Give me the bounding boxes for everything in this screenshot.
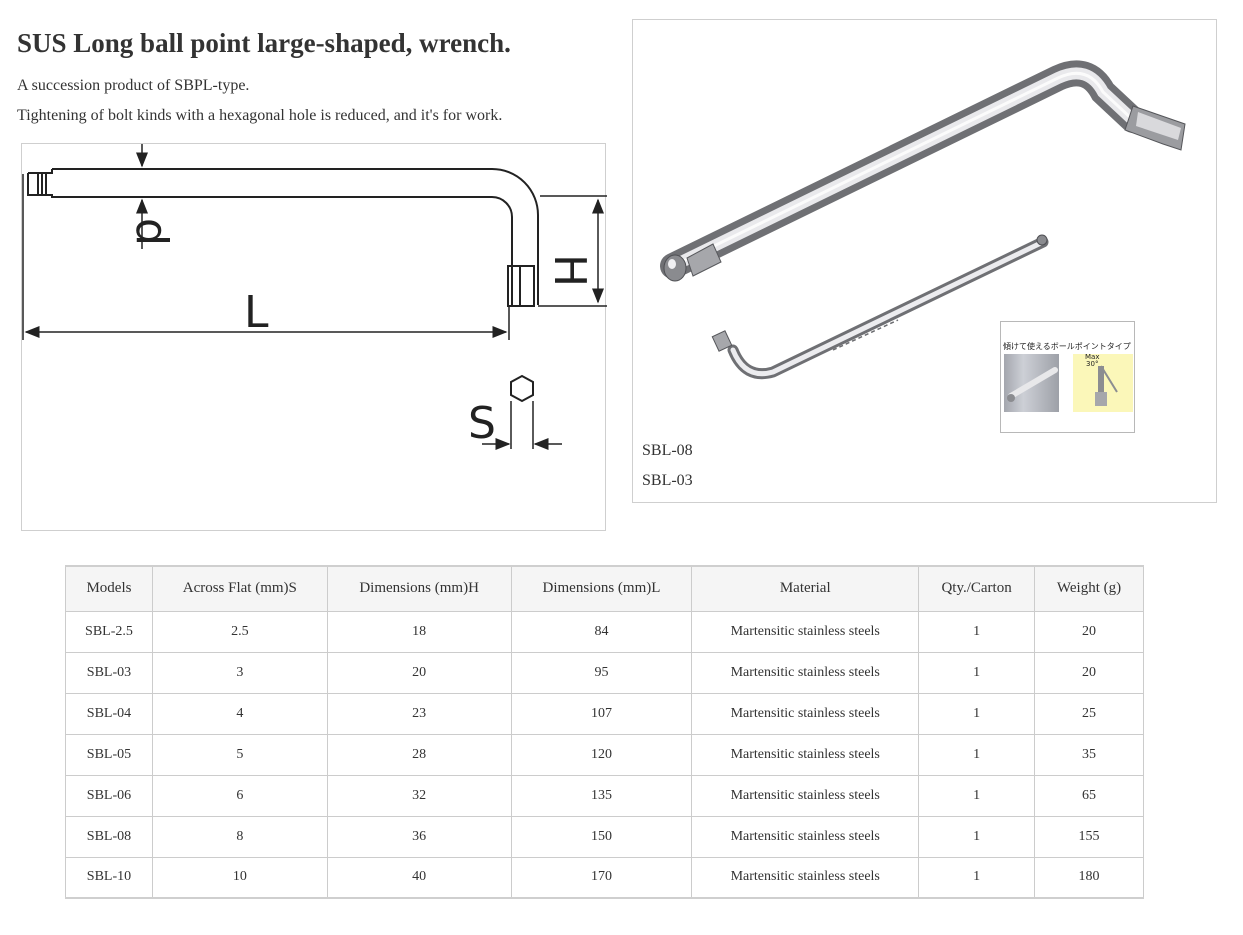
header-models: Models xyxy=(65,565,153,612)
cell-model: SBL-05 xyxy=(65,733,153,776)
cell-dimension-h: 20 xyxy=(326,651,512,694)
small-wrench xyxy=(711,234,1049,380)
cell-dimension-l: 84 xyxy=(510,610,693,653)
inset-images xyxy=(1004,354,1133,412)
label-d: d xyxy=(126,218,177,246)
cell-material: Martensitic stainless steels xyxy=(691,733,920,776)
header-dimension-h: Dimensions (mm)H xyxy=(326,565,512,612)
wrench-dimension-drawing: d L H S xyxy=(22,144,607,450)
photo-caption-1: SBL-08 xyxy=(642,442,693,459)
dimension-labels: d L H S xyxy=(126,218,595,449)
product-description-2: Tightening of bolt kinds with a hexagona… xyxy=(17,107,503,124)
L-dimension xyxy=(22,174,510,340)
cell-qty: 1 xyxy=(918,856,1036,899)
cell-weight: 35 xyxy=(1034,733,1144,776)
cell-weight: 65 xyxy=(1034,774,1144,817)
cell-across-flat: 6 xyxy=(151,774,328,817)
cell-dimension-l: 135 xyxy=(510,774,693,817)
cell-across-flat: 2.5 xyxy=(151,610,328,653)
wrench-photo-illustration xyxy=(660,60,1186,380)
cell-dimension-h: 32 xyxy=(326,774,512,817)
table-row: SBL-06 6 32 135 Martensitic stainless st… xyxy=(65,774,1144,817)
inset-max-angle: Max 30° xyxy=(1085,353,1100,368)
cell-material: Martensitic stainless steels xyxy=(691,651,920,694)
table-row: SBL-2.5 2.5 18 84 Martensitic stainless … xyxy=(65,610,1144,653)
ball-point-inset: 傾けて使えるボールポイントタイプ Max 30° xyxy=(1000,321,1135,433)
inset-label: 傾けて使えるボールポイントタイプ xyxy=(1003,342,1131,351)
cell-dimension-l: 107 xyxy=(510,692,693,735)
cell-weight: 180 xyxy=(1034,856,1144,899)
table-row: SBL-10 10 40 170 Martensitic stainless s… xyxy=(65,856,1144,899)
table-row: SBL-05 5 28 120 Martensitic stainless st… xyxy=(65,733,1144,776)
cell-qty: 1 xyxy=(918,774,1036,817)
cell-across-flat: 8 xyxy=(151,815,328,858)
cell-across-flat: 5 xyxy=(151,733,328,776)
S-dimension xyxy=(482,374,562,450)
cell-material: Martensitic stainless steels xyxy=(691,856,920,899)
label-H: H xyxy=(544,254,595,287)
cell-model: SBL-2.5 xyxy=(65,610,153,653)
cell-across-flat: 10 xyxy=(151,856,328,899)
large-wrench xyxy=(660,60,1186,282)
cell-qty: 1 xyxy=(918,692,1036,735)
cell-dimension-l: 95 xyxy=(510,651,693,694)
cell-dimension-h: 23 xyxy=(326,692,512,735)
header-dimension-l: Dimensions (mm)L xyxy=(510,565,693,612)
cell-material: Martensitic stainless steels xyxy=(691,815,920,858)
product-photo: 傾けて使えるボールポイントタイプ Max 30° SBL-08 SBL-03 xyxy=(632,19,1217,503)
cell-dimension-l: 120 xyxy=(510,733,693,776)
cell-material: Martensitic stainless steels xyxy=(691,610,920,653)
label-L: L xyxy=(244,287,269,338)
cell-material: Martensitic stainless steels xyxy=(691,774,920,817)
dimension-diagram: d L H S xyxy=(21,143,607,531)
photo-caption-2: SBL-03 xyxy=(642,472,693,489)
label-S: S xyxy=(468,398,496,449)
cell-material: Martensitic stainless steels xyxy=(691,692,920,735)
cell-qty: 1 xyxy=(918,815,1036,858)
cell-qty: 1 xyxy=(918,651,1036,694)
table-row: SBL-08 8 36 150 Martensitic stainless st… xyxy=(65,815,1144,858)
product-title: SUS Long ball point large-shaped, wrench… xyxy=(17,28,511,58)
H-dimension xyxy=(538,195,607,307)
cell-dimension-h: 40 xyxy=(326,856,512,899)
cell-dimension-h: 18 xyxy=(326,610,512,653)
cell-model: SBL-06 xyxy=(65,774,153,817)
table-row: SBL-03 3 20 95 Martensitic stainless ste… xyxy=(65,651,1144,694)
cell-dimension-h: 36 xyxy=(326,815,512,858)
header-weight: Weight (g) xyxy=(1034,565,1144,612)
header-material: Material xyxy=(691,565,920,612)
cell-model: SBL-08 xyxy=(65,815,153,858)
cell-dimension-l: 170 xyxy=(510,856,693,899)
cell-qty: 1 xyxy=(918,610,1036,653)
cell-dimension-l: 150 xyxy=(510,815,693,858)
cell-dimension-h: 28 xyxy=(326,733,512,776)
cell-weight: 25 xyxy=(1034,692,1144,735)
cell-weight: 20 xyxy=(1034,651,1144,694)
wrench-outline xyxy=(27,168,539,307)
header-across-flat: Across Flat (mm)S xyxy=(151,565,328,612)
cell-weight: 155 xyxy=(1034,815,1144,858)
cell-qty: 1 xyxy=(918,733,1036,776)
cell-model: SBL-04 xyxy=(65,692,153,735)
table-header-row: Models Across Flat (mm)S Dimensions (mm)… xyxy=(65,565,1144,612)
cell-across-flat: 3 xyxy=(151,651,328,694)
cell-across-flat: 4 xyxy=(151,692,328,735)
cell-weight: 20 xyxy=(1034,610,1144,653)
header-qty-carton: Qty./Carton xyxy=(918,565,1036,612)
cell-model: SBL-10 xyxy=(65,856,153,899)
spec-table: Models Across Flat (mm)S Dimensions (mm)… xyxy=(65,565,1144,899)
product-description-1: A succession product of SBPL-type. xyxy=(17,77,250,94)
cell-model: SBL-03 xyxy=(65,651,153,694)
table-row: SBL-04 4 23 107 Martensitic stainless st… xyxy=(65,692,1144,735)
